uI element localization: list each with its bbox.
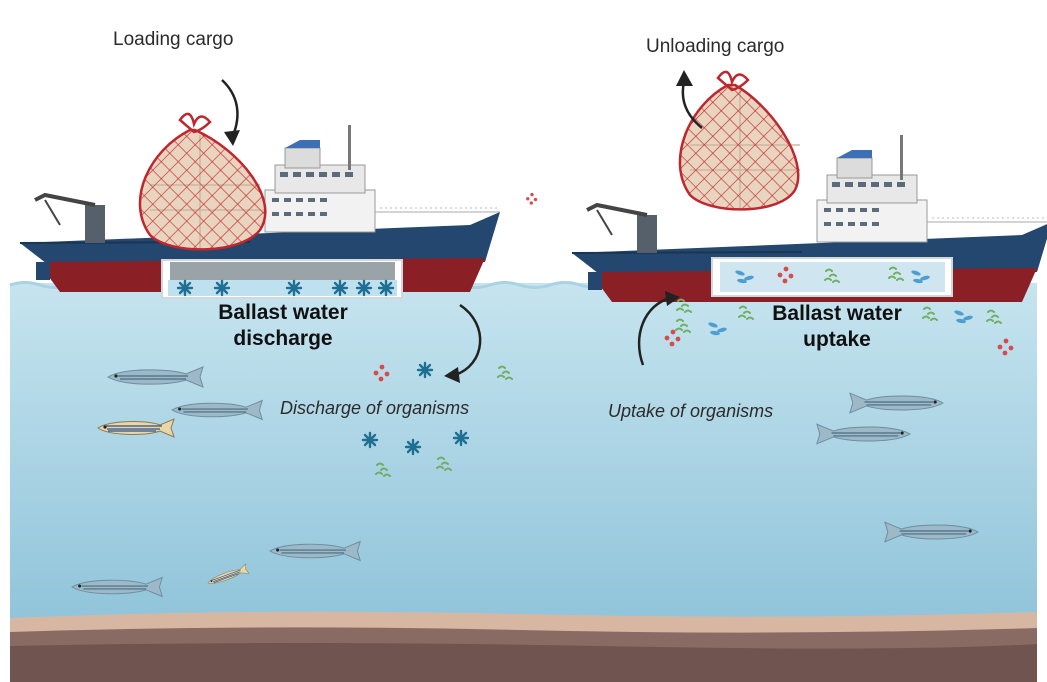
cargo-net-left: [138, 112, 267, 251]
unloading-arrow-head: [676, 70, 693, 86]
uptake-title-line2: uptake: [803, 328, 871, 351]
seafloor-deep: [10, 643, 1037, 682]
uptake-title: Ballast water uptake: [752, 301, 922, 353]
discharge-title: Ballast water discharge: [198, 300, 368, 352]
water: [10, 283, 1037, 623]
uptake-arrow-head: [665, 291, 680, 306]
loading-arrow-head: [224, 130, 240, 146]
uptake-organisms-label: Uptake of organisms: [608, 401, 774, 421]
uptake-title-line1: Ballast water: [772, 302, 902, 325]
discharge-title-line2: discharge: [233, 327, 333, 350]
unloading-cargo-label: Unloading cargo: [646, 36, 785, 57]
ballast-tank-right: [526, 192, 953, 297]
discharge-arrow: [454, 303, 482, 377]
cargo-net-right: [678, 70, 800, 211]
discharge-title-line1: Ballast water: [218, 301, 348, 324]
uptake-arrow: [637, 296, 671, 366]
loading-cargo-label: Loading cargo: [113, 29, 234, 50]
discharge-arrow-head: [444, 367, 460, 383]
discharge-organisms-label: Discharge of organisms: [280, 398, 470, 418]
unloading-arrow: [681, 81, 703, 129]
loading-arrow: [221, 79, 239, 139]
